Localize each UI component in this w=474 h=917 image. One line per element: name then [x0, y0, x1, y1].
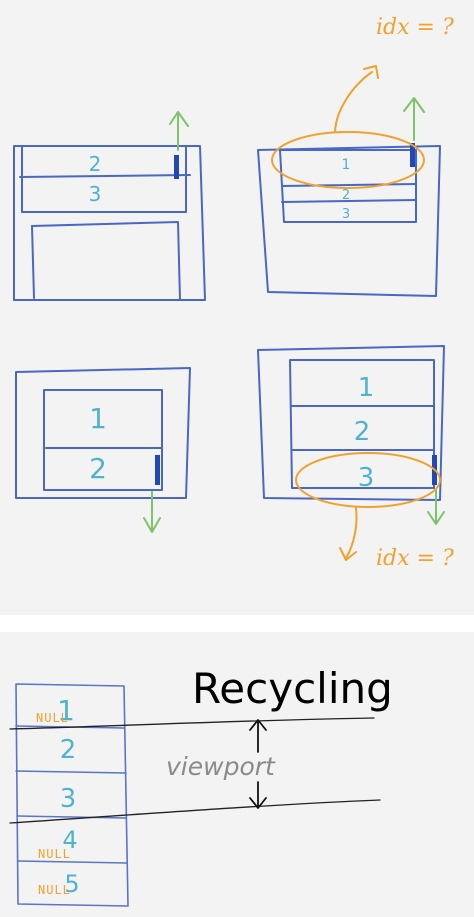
scroll-down-arrow	[143, 491, 161, 533]
cell-number: 5	[64, 870, 79, 898]
row-number: 2	[89, 152, 102, 176]
row-number: 3	[342, 207, 350, 222]
annotation-arrow	[339, 507, 358, 561]
list-container	[279, 149, 417, 223]
viewport-bottom-line	[9, 799, 381, 824]
scrollbar-thumb	[155, 455, 160, 485]
list-container	[289, 359, 435, 489]
null-label: NULL	[38, 883, 71, 897]
scrollbar-thumb	[410, 143, 415, 167]
cell-divider	[15, 770, 127, 774]
null-label: NULL	[36, 711, 69, 725]
cell-number: 1	[57, 694, 75, 727]
sketch-bottom-right: idx = ? 1 2 3	[257, 345, 454, 571]
viewport-down-arrow	[249, 781, 267, 809]
row-number: 3	[358, 463, 375, 493]
row-number: 1	[342, 157, 351, 173]
highlight-ellipse	[271, 131, 425, 189]
row-number: 1	[358, 373, 375, 403]
scroll-down-arrow	[427, 489, 445, 525]
list-container	[43, 389, 163, 491]
scroll-up-arrow	[169, 111, 189, 151]
viewport-top-line	[9, 717, 375, 730]
list-edge	[31, 225, 35, 299]
viewport-frame	[257, 145, 441, 297]
cell-number: 3	[60, 784, 77, 814]
annotation-arrow	[334, 65, 379, 133]
scrollbar-thumb	[174, 155, 179, 179]
recycling-panel	[0, 632, 474, 917]
scroll-up-arrow	[403, 97, 425, 141]
sketch-top-left: 2 3	[13, 111, 206, 301]
viewport-frame	[257, 345, 445, 501]
row-divider	[19, 174, 191, 178]
sketch-panel	[0, 0, 474, 615]
row-number: 3	[89, 182, 102, 206]
viewport-label: viewport	[166, 752, 275, 781]
row-number: 1	[89, 402, 107, 435]
viewport-frame	[15, 367, 191, 499]
cell-number: 4	[62, 826, 77, 854]
highlight-ellipse	[295, 452, 441, 508]
cell-number: 2	[60, 735, 77, 765]
recycling-diagram: 1 NULL 2 3 4 NULL 5 NULL	[9, 683, 381, 907]
recycling-title: Recycling	[192, 664, 393, 713]
row-divider	[281, 199, 417, 203]
annotation-text: idx = ?	[376, 15, 454, 40]
sketch-top-right: idx = ? 1 2 3	[257, 15, 454, 297]
annotation-text: idx = ?	[376, 546, 454, 571]
list-container	[21, 145, 187, 213]
viewport-frame	[13, 145, 206, 301]
row-number: 2	[342, 188, 350, 203]
viewport-up-arrow	[249, 719, 267, 753]
null-label: NULL	[38, 847, 71, 861]
recycled-list	[15, 683, 129, 907]
offscreen-list-container	[31, 221, 181, 301]
sketch-bottom-left: 1 2	[15, 367, 191, 533]
cell-divider	[16, 815, 127, 819]
row-number: 2	[89, 452, 107, 485]
cell-divider	[17, 860, 128, 864]
row-divider	[281, 183, 417, 187]
row-number: 2	[354, 417, 371, 447]
